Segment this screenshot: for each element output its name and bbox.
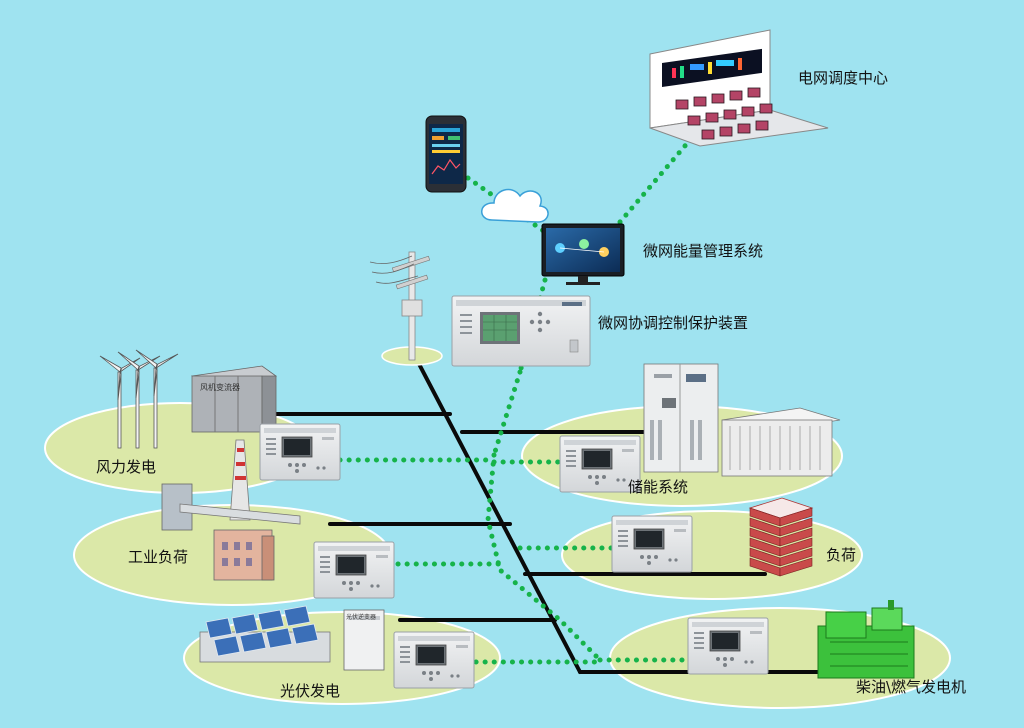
label-pv-power: 光伏发电 [280,682,341,700]
battery-cabinet-icon [643,363,719,473]
label-wind-power: 风力发电 [96,458,157,476]
main-protection-device-icon [451,295,591,367]
label-grid-dispatch-center: 电网调度中心 [798,69,889,87]
utility-pole-icon [369,251,443,366]
label-diesel-gas-generator: 柴油\燃气发电机 [856,678,967,696]
label-microgrid-protection: 微网协调控制保护装置 [598,314,749,332]
protection-device-genset [687,617,769,675]
genset-icon [817,600,915,679]
comm-trunk [485,452,603,663]
protection-device-load [611,515,693,573]
protection-device-wind [259,423,341,481]
control-room-icon [649,29,829,147]
pv-cabinet-icon [343,609,385,671]
solar-panel-icon [199,605,331,663]
wind-cabinet-icon [190,365,278,433]
pv-cabinet-text: 光伏逆变器 [346,613,376,621]
cloud-icon [481,188,549,223]
label-microgrid-ems: 微网能量管理系统 [643,242,764,260]
label-industrial-load: 工业负荷 [128,548,189,566]
container-icon [721,407,841,477]
wind-turbine-icon [99,349,179,449]
monitor-icon [541,223,625,285]
wind-cabinet-text: 风机变流器 [200,382,240,392]
protection-device-industrial [313,541,395,599]
smartphone-icon [425,115,467,193]
load-area [561,510,863,600]
protection-device-pv [393,631,475,689]
factory-icon [161,439,301,581]
comm-ems-center [617,137,693,225]
load-stack-icon [748,497,814,577]
comm-vertical [491,369,523,458]
label-load: 负荷 [826,546,857,564]
label-energy-storage: 储能系统 [628,478,689,496]
